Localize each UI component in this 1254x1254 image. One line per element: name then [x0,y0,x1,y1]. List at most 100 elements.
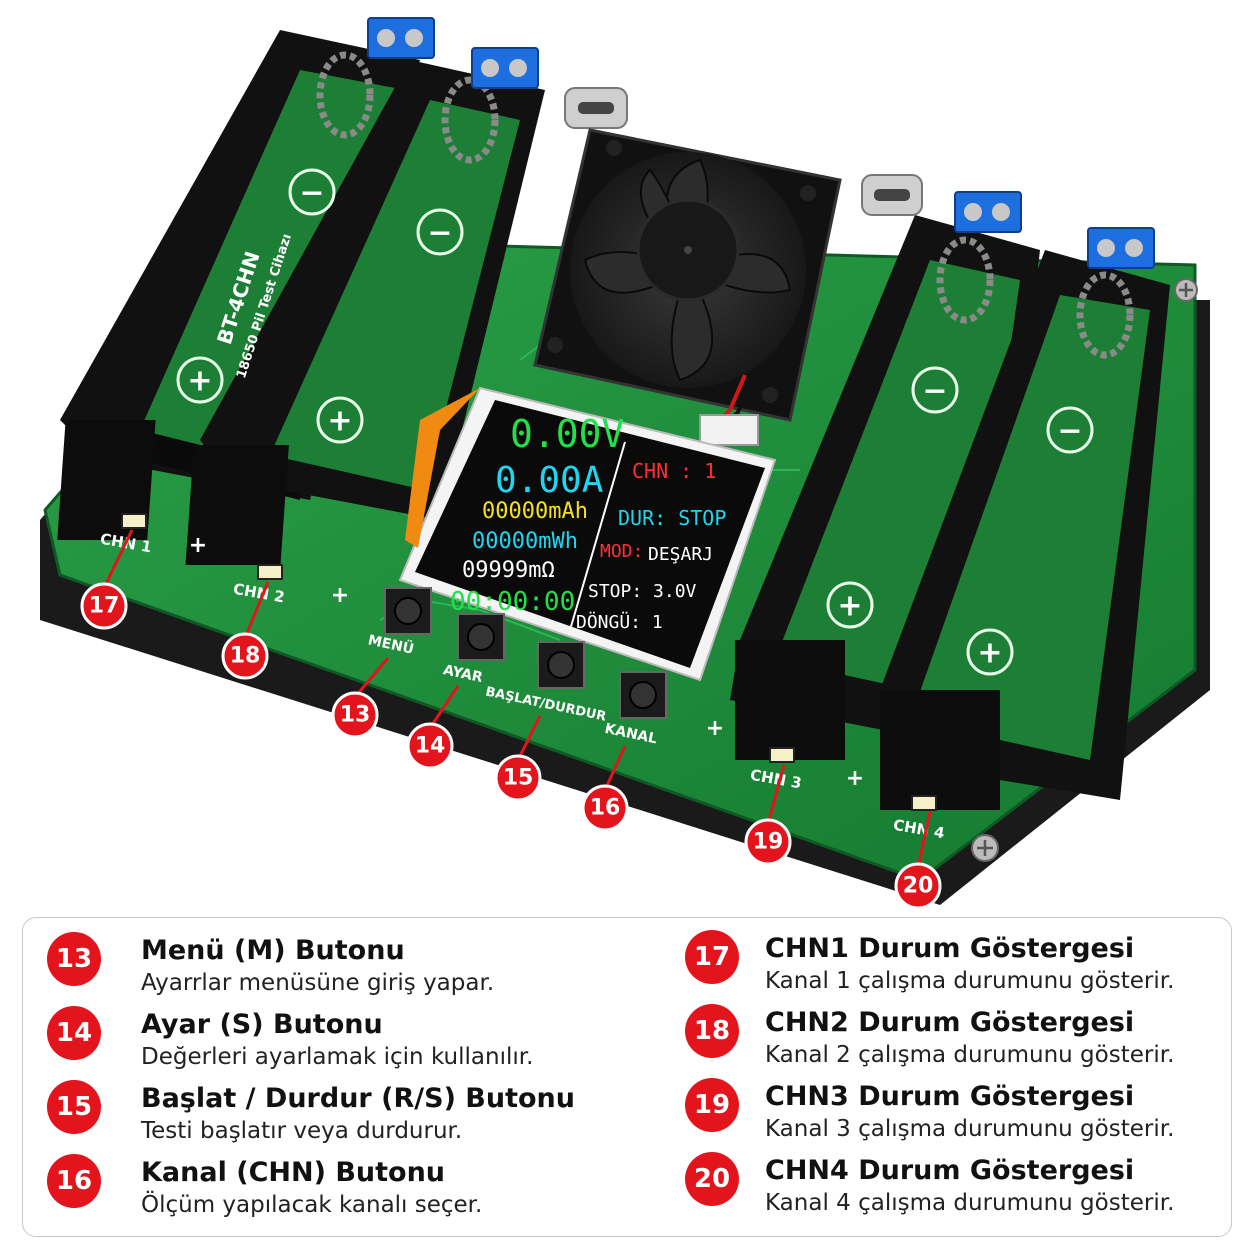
terminal-block-icon [1087,227,1155,269]
legend-badge: 17 [685,930,739,984]
terminal-block-icon [367,17,435,59]
plus-icon: + [331,583,349,608]
svg-text:CHN : 1: CHN : 1 [632,459,716,483]
lcd-readout: 0.00V 0.00A 00000mAh 00000mWh 09999mΩ 00… [450,412,726,633]
svg-text:00:00:00: 00:00:00 [450,587,575,617]
callout-14: 14 [406,685,460,770]
terminal-block-icon [954,191,1022,233]
legend-desc: Kanal 2 çalışma durumunu gösterir. [765,1042,1175,1068]
spring-icon [316,51,374,139]
legend-item: 14 Ayar (S) Butonu Değerleri ayarlamak i… [47,1006,533,1072]
legend-badge: 14 [47,1006,101,1060]
plus-icon: + [189,533,207,558]
terminal-block-icon [471,47,539,89]
minus-icon: − [911,366,959,414]
usb-c-port-icon: GİRİŞ DC 5V [849,174,923,258]
start-stop-button[interactable] [537,641,585,689]
minus-icon: − [1046,406,1094,454]
legend-item: 13 Menü (M) Butonu Ayarrlar menüsüne gir… [47,932,494,998]
chn4-led [911,795,937,811]
legend-desc: Ayarrlar menüsüne giriş yapar. [141,970,495,996]
svg-text:20: 20 [903,874,934,899]
svg-text:−: − [299,176,324,211]
svg-text:+: + [327,404,352,439]
plus-icon: + [176,356,224,404]
screw-icon [1174,278,1198,302]
legend-desc: Kanal 3 çalışma durumunu gösterir. [765,1116,1175,1142]
svg-text:09999mΩ: 09999mΩ [462,558,555,583]
callout-18: 18 [221,581,270,680]
legend-desc: Kanal 1 çalışma durumunu gösterir. [765,968,1175,994]
callout-13: 13 [331,657,390,739]
legend-badge: 13 [47,932,101,986]
svg-text:+: + [977,636,1002,671]
svg-text:−: − [1057,414,1082,449]
svg-text:+: + [837,589,862,624]
svg-text:GİRİŞ: GİRİŞ [851,225,886,244]
legend-badge: 16 [47,1154,101,1208]
screw-icon [971,834,999,862]
svg-text:18: 18 [230,644,261,669]
plus-icon: + [846,766,864,791]
svg-text:19: 19 [753,830,784,855]
legend-badge: 18 [685,1004,739,1058]
minus-icon: − [416,208,464,256]
spring-icon [1076,271,1134,359]
legend-item: 20 CHN4 Durum Göstergesi Kanal 4 çalışma… [685,1152,1174,1218]
callout-17: 17 [80,529,134,630]
plus-icon: + [706,716,724,741]
svg-text:DÖNGÜ: 1: DÖNGÜ: 1 [576,611,663,633]
chn3-led [769,747,795,763]
callout-20: 20 [894,811,942,910]
svg-text:−: − [922,374,947,409]
svg-text:00000mWh: 00000mWh [472,529,578,554]
svg-text:00000mAh: 00000mAh [482,499,588,524]
legend-item: 19 CHN3 Durum Göstergesi Kanal 3 çalışma… [685,1078,1174,1144]
lcd-screen [398,386,777,682]
legend-desc: Değerleri ayarlamak için kullanılır. [141,1044,534,1070]
callout-19: 19 [744,764,792,866]
legend-item: 15 Başlat / Durdur (R/S) Butonu Testi ba… [47,1080,575,1146]
svg-text:15: 15 [503,766,534,791]
svg-text:DC 5V: DC 5V [849,240,888,258]
chn1-led [121,513,147,529]
legend-title: Başlat / Durdur (R/S) Butonu [141,1083,576,1114]
fan-connector-icon [699,374,759,446]
legend-title: CHN2 Durum Göstergesi [765,1007,1135,1038]
legend-item: 18 CHN2 Durum Göstergesi Kanal 2 çalışma… [685,1004,1174,1070]
svg-text:−: − [427,216,452,251]
legend-title: CHN3 Durum Göstergesi [765,1081,1135,1112]
svg-text:MOD:: MOD: [600,541,643,562]
channel-button[interactable] [619,671,667,719]
spring-icon [936,236,994,324]
svg-text:DUR: STOP: DUR: STOP [618,506,726,530]
legend-desc: Ölçüm yapılacak kanalı seçer. [141,1192,483,1218]
callout-15: 15 [494,715,542,802]
legend-desc: Testi başlatır veya durdurur. [141,1118,463,1144]
plus-icon: + [966,628,1014,676]
legend-desc: Kanal 4 çalışma durumunu gösterir. [765,1190,1175,1216]
svg-text:16: 16 [590,796,621,821]
legend-badge: 20 [685,1152,739,1206]
svg-text:14: 14 [415,734,446,759]
legend-item: 16 Kanal (CHN) Butonu Ölçüm yapılacak ka… [47,1154,482,1220]
minus-icon: − [288,168,336,216]
legend-title: Kanal (CHN) Butonu [141,1157,446,1188]
legend-badge: 19 [685,1078,739,1132]
svg-text:0.00A: 0.00A [495,460,604,501]
svg-text:0.00V: 0.00V [510,412,624,456]
plus-icon: + [826,581,874,629]
legend-panel: 13 Menü (M) Butonu Ayarrlar menüsüne gir… [22,917,1232,1237]
svg-text:+: + [187,364,212,399]
legend-badge: 15 [47,1080,101,1134]
settings-button[interactable] [457,613,505,661]
plus-icon: + [316,396,364,444]
callout-16: 16 [581,745,629,832]
legend-title: Ayar (S) Butonu [141,1009,383,1040]
legend-title: Menü (M) Butonu [141,935,405,966]
chn2-led [257,564,283,580]
svg-text:17: 17 [89,594,120,619]
svg-text:STOP: 3.0V: STOP: 3.0V [588,581,697,602]
menu-button[interactable] [384,587,432,635]
spring-icon [441,76,499,164]
